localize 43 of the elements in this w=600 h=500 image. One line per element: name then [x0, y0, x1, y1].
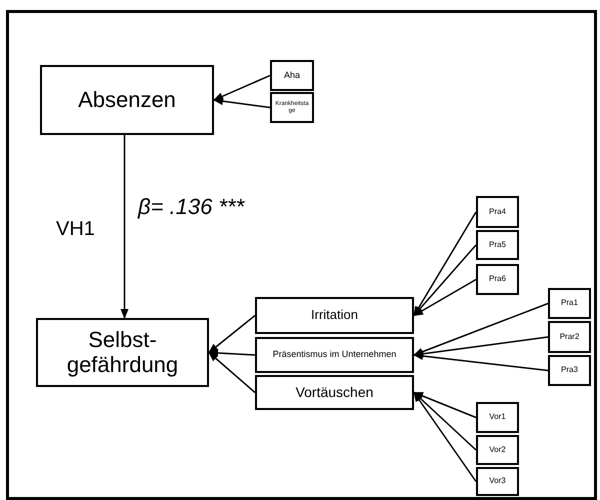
construct-box: [476, 435, 519, 465]
box-text: Vor2: [489, 446, 506, 454]
construct-box: [270, 92, 314, 123]
box-text: Pra4: [489, 208, 506, 216]
construct-box: [548, 288, 591, 319]
construct-box: [36, 318, 209, 387]
arrow: [413, 352, 548, 372]
arrow: [208, 349, 256, 357]
arrow: [208, 314, 256, 354]
box-text: Absenzen: [78, 88, 176, 112]
construct-box: [476, 196, 519, 228]
box-text: Vor1: [489, 413, 506, 422]
arrow: [213, 74, 270, 101]
box-text: Pra5: [489, 240, 506, 250]
arrow: [120, 135, 128, 319]
construct-box: [476, 264, 519, 295]
construct-box: [476, 467, 519, 496]
construct-box: [255, 337, 414, 373]
box-text: Präsentismus im Unternehmen: [272, 350, 396, 360]
construct-box: [255, 297, 414, 334]
arrow: [213, 97, 270, 108]
construct-box: [476, 230, 519, 260]
construct-box: [548, 321, 591, 353]
arrow: [413, 392, 476, 418]
box-text: Pra3: [561, 366, 578, 375]
box-text: Aha: [284, 70, 300, 80]
box-text: Pra6: [489, 275, 506, 284]
construct-box: [40, 65, 214, 135]
box-text: Irritation: [311, 308, 358, 323]
box-text: Selbst-gefährdung: [66, 328, 180, 377]
hypothesis-label: VH1: [56, 217, 95, 242]
construct-box: [548, 355, 591, 386]
construct-box: [255, 375, 414, 410]
construct-box: [270, 60, 314, 91]
box-text: Vor3: [489, 477, 506, 486]
construct-box: [476, 402, 519, 433]
edge-label: β= .136 ***: [138, 193, 244, 221]
arrow: [413, 302, 548, 356]
box-text: Pra1: [561, 299, 578, 308]
arrow: [413, 278, 476, 316]
arrow: [208, 352, 256, 394]
box-text: Prar2: [560, 332, 580, 342]
box-text: Vortäuschen: [296, 384, 374, 400]
